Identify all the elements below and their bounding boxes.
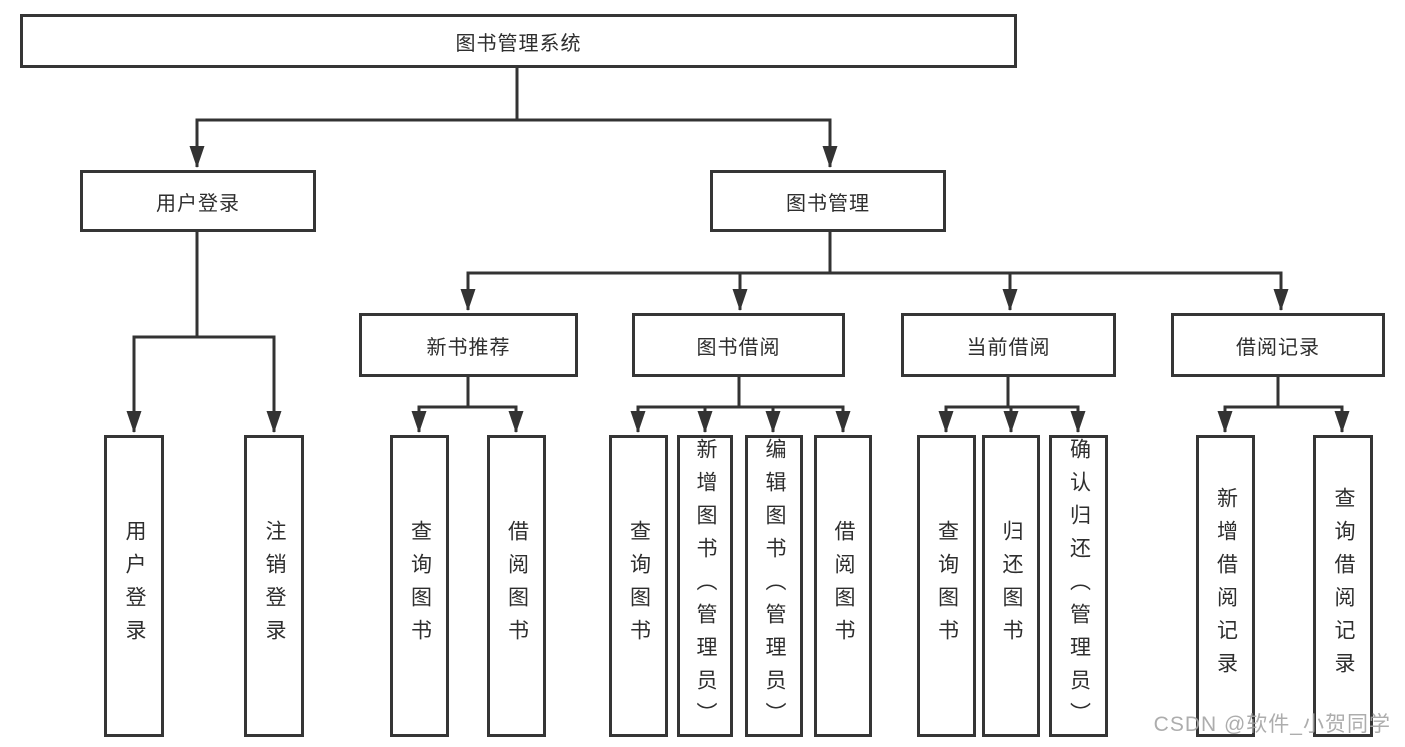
node-current-borrow-label: 当前借阅 bbox=[966, 336, 1051, 359]
leaf-newbook-borrow-books-label: 借阅图书 bbox=[505, 520, 529, 652]
node-borrow-record-label: 借阅记录 bbox=[1236, 336, 1320, 359]
leaf-current-return-books: 归还图书 bbox=[982, 435, 1040, 737]
node-book-management: 图书管理 bbox=[710, 170, 946, 232]
leaf-borrow-add-books-admin-label: 新增图书（管理员） bbox=[694, 437, 717, 735]
leaf-current-confirm-return-admin-label: 确认归还（管理员） bbox=[1067, 437, 1091, 735]
node-user-login: 用户登录 bbox=[80, 170, 316, 232]
leaf-logout-label: 注销登录 bbox=[263, 520, 286, 652]
node-book-borrow-label: 图书借阅 bbox=[696, 336, 781, 359]
leaf-borrow-query-books: 查询图书 bbox=[609, 435, 668, 737]
leaf-borrow-edit-books-admin: 编辑图书（管理员） bbox=[745, 435, 803, 737]
node-borrow-record: 借阅记录 bbox=[1171, 313, 1385, 377]
node-user-login-label: 用户登录 bbox=[156, 192, 240, 215]
leaf-record-query-borrow-record-label: 查询借阅记录 bbox=[1332, 487, 1355, 685]
leaf-current-query-books: 查询图书 bbox=[917, 435, 976, 737]
leaf-borrow-add-books-admin: 新增图书（管理员） bbox=[677, 435, 733, 737]
node-root: 图书管理系统 bbox=[20, 14, 1017, 68]
leaf-borrow-edit-books-admin-label: 编辑图书（管理员） bbox=[763, 437, 786, 735]
leaf-user-login: 用户登录 bbox=[104, 435, 164, 737]
node-new-book-recommend: 新书推荐 bbox=[359, 313, 578, 377]
leaf-logout: 注销登录 bbox=[244, 435, 304, 737]
leaf-borrow-borrow-books-label: 借阅图书 bbox=[832, 520, 855, 652]
leaf-record-add-borrow-record: 新增借阅记录 bbox=[1196, 435, 1255, 737]
leaf-current-query-books-label: 查询图书 bbox=[935, 520, 959, 652]
node-book-borrow: 图书借阅 bbox=[632, 313, 845, 377]
node-new-book-recommend-label: 新书推荐 bbox=[426, 336, 511, 359]
leaf-newbook-query-books-label: 查询图书 bbox=[408, 520, 432, 652]
leaf-record-query-borrow-record: 查询借阅记录 bbox=[1313, 435, 1373, 737]
leaf-newbook-borrow-books: 借阅图书 bbox=[487, 435, 546, 737]
leaf-newbook-query-books: 查询图书 bbox=[390, 435, 449, 737]
node-current-borrow: 当前借阅 bbox=[901, 313, 1116, 377]
leaf-borrow-borrow-books: 借阅图书 bbox=[814, 435, 872, 737]
leaf-current-return-books-label: 归还图书 bbox=[1000, 520, 1023, 652]
watermark: CSDN @软件_小贺同学 bbox=[1153, 713, 1391, 736]
leaf-borrow-query-books-label: 查询图书 bbox=[627, 520, 651, 652]
node-book-management-label: 图书管理 bbox=[786, 192, 870, 215]
node-root-label: 图书管理系统 bbox=[455, 32, 582, 55]
leaf-user-login-label: 用户登录 bbox=[123, 520, 146, 652]
leaf-record-add-borrow-record-label: 新增借阅记录 bbox=[1214, 487, 1238, 685]
leaf-current-confirm-return-admin: 确认归还（管理员） bbox=[1049, 435, 1108, 737]
